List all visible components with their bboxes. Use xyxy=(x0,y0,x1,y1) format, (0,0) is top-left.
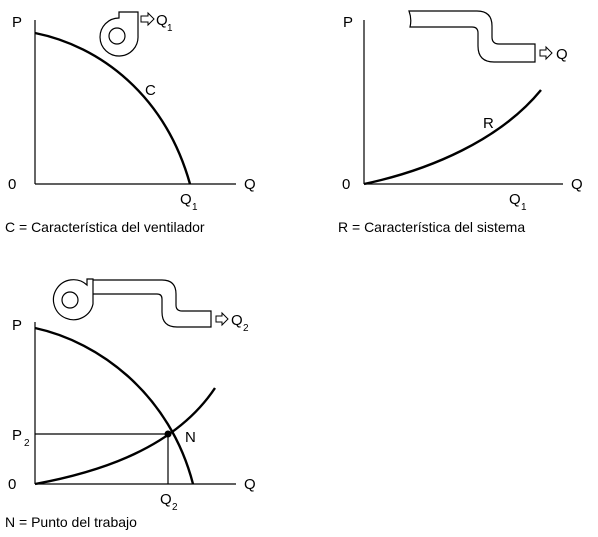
p2-tick-subscript: 2 xyxy=(24,438,30,449)
panel-fan-characteristic: Q 1 P Q 0 C Q 1 C = Característica del v… xyxy=(5,11,256,235)
q1-tick-label: Q xyxy=(509,191,521,208)
q1-tick-subscript: 1 xyxy=(521,202,527,213)
system-curve xyxy=(363,89,542,186)
caption-system: R = Característica del sistema xyxy=(338,219,525,235)
fan-flow-subscript: 1 xyxy=(167,23,173,34)
p2-tick-label: P xyxy=(12,427,22,444)
fan-curve-label: C xyxy=(145,82,156,99)
q2-tick-label: Q xyxy=(160,491,172,508)
operating-point-label: N xyxy=(185,429,196,446)
origin-label: 0 xyxy=(8,476,16,493)
fan-icon xyxy=(99,11,139,57)
y-axis-label: P xyxy=(343,14,353,31)
operating-point-marker xyxy=(164,430,172,438)
y-axis-label: P xyxy=(12,317,22,334)
panel-system-characteristic: Q P Q 0 R Q 1 R = Característica del sis… xyxy=(338,10,583,235)
operating-flow-subscript: 2 xyxy=(243,323,249,334)
duct-icon xyxy=(408,10,536,63)
origin-label: 0 xyxy=(342,176,350,193)
flow-arrow-icon xyxy=(140,11,155,27)
y-axis-label: P xyxy=(12,14,22,31)
system-curve-label: R xyxy=(483,115,494,132)
panel-operating-point: Q 2 P Q 0 N P 2 Q 2 N = Punto del trabaj… xyxy=(5,278,256,530)
q1-tick-subscript: 1 xyxy=(192,202,198,213)
q1-tick-label: Q xyxy=(180,191,192,208)
x-axis-label: Q xyxy=(571,176,583,193)
x-axis-label: Q xyxy=(244,176,256,193)
fan-curve xyxy=(34,326,195,485)
x-axis-label: Q xyxy=(244,476,256,493)
caption-operating: N = Punto del trabajo xyxy=(5,514,137,530)
flow-arrow-icon xyxy=(539,45,553,61)
origin-label: 0 xyxy=(8,176,16,193)
flow-arrow-icon xyxy=(215,311,229,327)
operating-flow-label: Q xyxy=(231,312,243,329)
system-flow-label: Q xyxy=(556,46,568,63)
fan-with-duct-icon xyxy=(52,278,212,328)
fan-curve xyxy=(34,31,192,185)
q2-tick-subscript: 2 xyxy=(172,502,178,513)
caption-fan: C = Característica del ventilador xyxy=(5,219,205,235)
system-curve xyxy=(34,387,216,486)
fan-flow-label: Q xyxy=(156,12,168,29)
